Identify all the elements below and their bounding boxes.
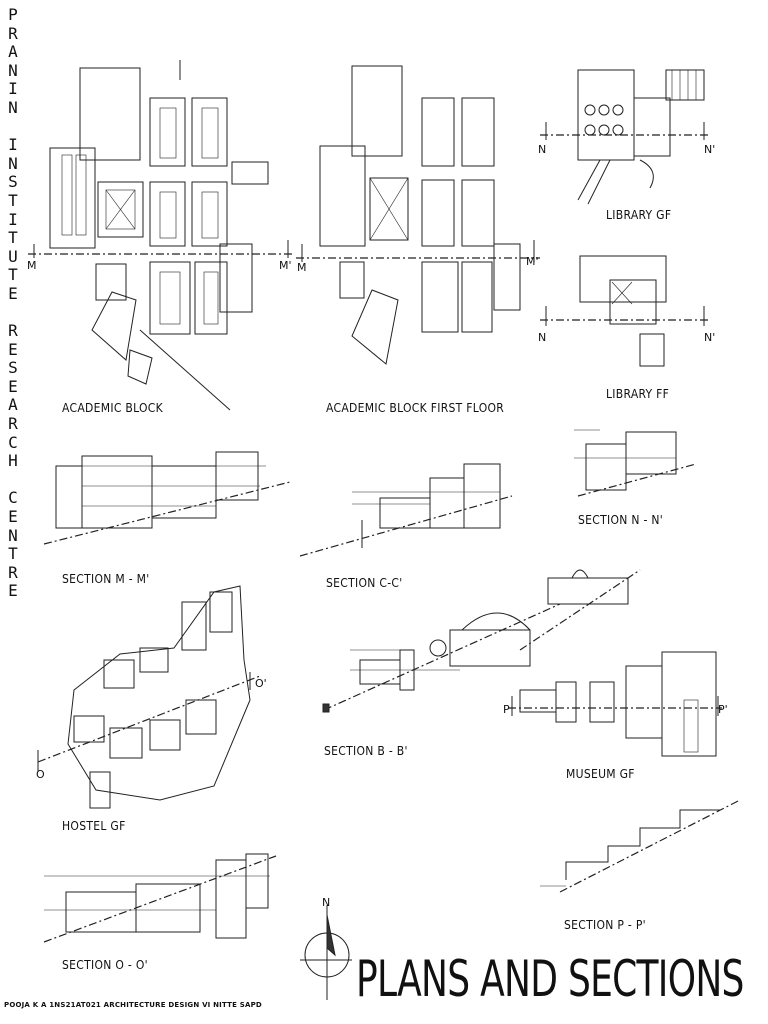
vertical-title-letter: T xyxy=(8,228,18,248)
vertical-title-letter: I xyxy=(8,209,18,229)
section-cc-drawing xyxy=(299,463,513,557)
museum-gf-plan xyxy=(508,651,722,757)
vertical-title-letter: N xyxy=(8,525,18,545)
axis-m: M xyxy=(27,259,37,272)
label-section-nn: SECTION N - N' xyxy=(578,513,664,527)
north-label: N xyxy=(322,896,331,909)
label-academic-block: ACADEMIC BLOCK xyxy=(62,401,164,415)
label-library-ff: LIBRARY FF xyxy=(606,387,670,401)
vertical-title-letter: C xyxy=(8,432,18,452)
vertical-title-letter: R xyxy=(8,321,18,341)
section-pp-drawing xyxy=(540,799,741,893)
axis-p: P xyxy=(503,703,510,716)
label-section-oo: SECTION O - O' xyxy=(62,958,148,972)
footer-credit: POOJA K A 1NS21AT021 ARCHITECTURE DESIGN… xyxy=(4,1001,262,1009)
vertical-title-letter: A xyxy=(8,395,18,415)
label-academic-block-ff: ACADEMIC BLOCK FIRST FLOOR xyxy=(326,401,505,415)
north-arrow-icon xyxy=(300,905,352,1000)
axis-o: O xyxy=(36,768,45,781)
label-section-cc: SECTION C-C' xyxy=(326,576,403,590)
vertical-title-letter: C xyxy=(8,488,18,508)
label-section-bb: SECTION B - B' xyxy=(324,744,408,758)
section-nn-drawing xyxy=(574,429,697,497)
vertical-title-letter: A xyxy=(8,42,18,62)
vertical-title-letter: S xyxy=(8,358,18,378)
axis-n-ff: N xyxy=(538,331,547,344)
library-gf-plan xyxy=(540,69,710,205)
museum-section-drawing xyxy=(519,569,641,651)
vertical-title-letter: T xyxy=(8,544,18,564)
vertical-title-letter: P xyxy=(8,5,18,24)
hostel-gf-plan xyxy=(37,585,261,809)
vertical-title-letter: S xyxy=(8,172,18,192)
vertical-title-letter: N xyxy=(8,153,18,173)
axis-m-prime-ff: M' xyxy=(526,255,539,268)
section-oo-drawing xyxy=(43,853,277,943)
vertical-title-letter: I xyxy=(8,135,18,155)
label-section-mm: SECTION M - M' xyxy=(62,572,150,586)
vertical-title-letter: I xyxy=(8,79,18,99)
axis-n-prime-ff: N' xyxy=(704,331,716,344)
label-section-pp: SECTION P - P' xyxy=(564,918,646,932)
vertical-title-letter: N xyxy=(8,60,18,80)
label-hostel-gf: HOSTEL GF xyxy=(62,819,126,833)
vertical-title-letter: E xyxy=(8,581,18,601)
axis-m-prime: M' xyxy=(279,259,292,272)
section-mm-drawing xyxy=(43,451,291,545)
academic-block-first-floor-plan xyxy=(296,65,540,365)
vertical-title-letter: H xyxy=(8,451,18,471)
vertical-title-letter: E xyxy=(8,376,18,396)
vertical-title-letter: E xyxy=(8,339,18,359)
vertical-title-letter: U xyxy=(8,246,18,266)
vertical-title-letter: T xyxy=(8,190,18,210)
vertical-title-letter: R xyxy=(8,23,18,43)
label-museum-gf: MUSEUM GF xyxy=(566,767,635,781)
label-library-gf: LIBRARY GF xyxy=(606,208,672,222)
vertical-title-letter: R xyxy=(8,562,18,582)
axis-n-gf: N xyxy=(538,143,547,156)
vertical-title-letter: R xyxy=(8,414,18,434)
sheet-title: PLANS AND SECTIONS xyxy=(356,950,744,1008)
axis-n-prime-gf: N' xyxy=(704,143,716,156)
academic-block-plan xyxy=(28,60,292,411)
library-ff-plan xyxy=(540,255,710,367)
vertical-title-letter: E xyxy=(8,283,18,303)
axis-p-prime: P' xyxy=(718,703,728,716)
vertical-title-letter: N xyxy=(8,97,18,117)
vertical-title-letter: E xyxy=(8,507,18,527)
axis-o-prime: O' xyxy=(255,677,267,690)
axis-m-ff: M xyxy=(297,261,307,274)
vertical-title-letter: T xyxy=(8,265,18,285)
section-bb-drawing xyxy=(322,603,561,713)
